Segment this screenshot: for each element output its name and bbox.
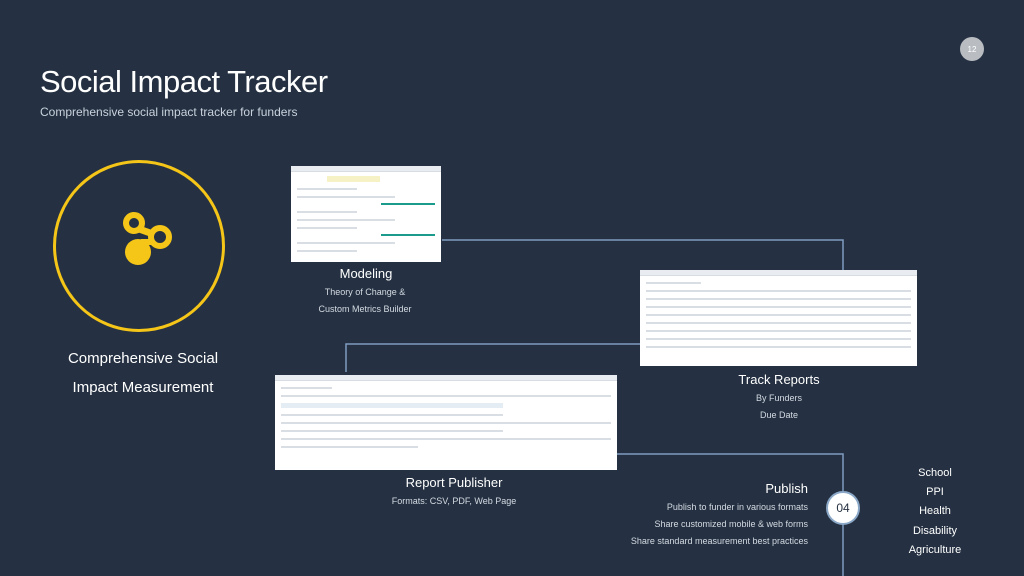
center-label: Comprehensive Social Impact Measurement (48, 344, 238, 402)
center-label-line2: Impact Measurement (72, 379, 214, 396)
connector-track-reports (345, 343, 640, 372)
report-publisher-title: Report Publisher (405, 475, 503, 490)
sector-item: Health (919, 505, 951, 518)
connector-publisher (617, 453, 844, 576)
modeling-description: Theory of Change & Custom Metrics Builde… (270, 284, 460, 318)
report-publisher-line1: Formats: CSV, PDF, Web Page (391, 496, 517, 506)
sector-item: School (918, 467, 952, 479)
modeling-line2: Custom Metrics Builder (318, 304, 412, 314)
sector-item: Disability (912, 524, 957, 537)
track-reports-line1: By Funders (755, 393, 803, 403)
track-reports-screenshot (640, 270, 917, 366)
publish-line2: Share customized mobile & web forms (654, 519, 808, 529)
slide-subtitle: Comprehensive social impact tracker for … (40, 105, 298, 119)
center-label-line1: Comprehensive Social (67, 350, 219, 367)
kettlebell-icon (123, 212, 172, 265)
report-publisher-screenshot (275, 375, 617, 470)
publish-description: Publish to funder in various formats Sha… (600, 499, 808, 550)
sector-list: School PPI Health Disability Agriculture (896, 464, 974, 560)
connector-modeling (442, 239, 844, 270)
page-number: 12 (960, 37, 984, 61)
modeling-line1: Theory of Change & (324, 287, 406, 297)
report-publisher-description: Formats: CSV, PDF, Web Page (334, 493, 574, 510)
publish-title: Publish (765, 481, 808, 496)
sector-item: PPI (926, 486, 944, 499)
modeling-title: Modeling (339, 266, 393, 281)
slide-title: Social Impact Tracker (40, 64, 328, 99)
sector-item: Agriculture (908, 543, 962, 556)
modeling-screenshot (291, 166, 441, 262)
publish-line1: Publish to funder in various formats (666, 502, 808, 512)
track-reports-description: By Funders Due Date (700, 390, 858, 424)
publish-step-badge: 04 (826, 491, 860, 525)
track-reports-line2: Due Date (759, 410, 799, 420)
track-reports-title: Track Reports (738, 372, 820, 387)
publish-line3: Share standard measurement best practice… (630, 536, 808, 546)
